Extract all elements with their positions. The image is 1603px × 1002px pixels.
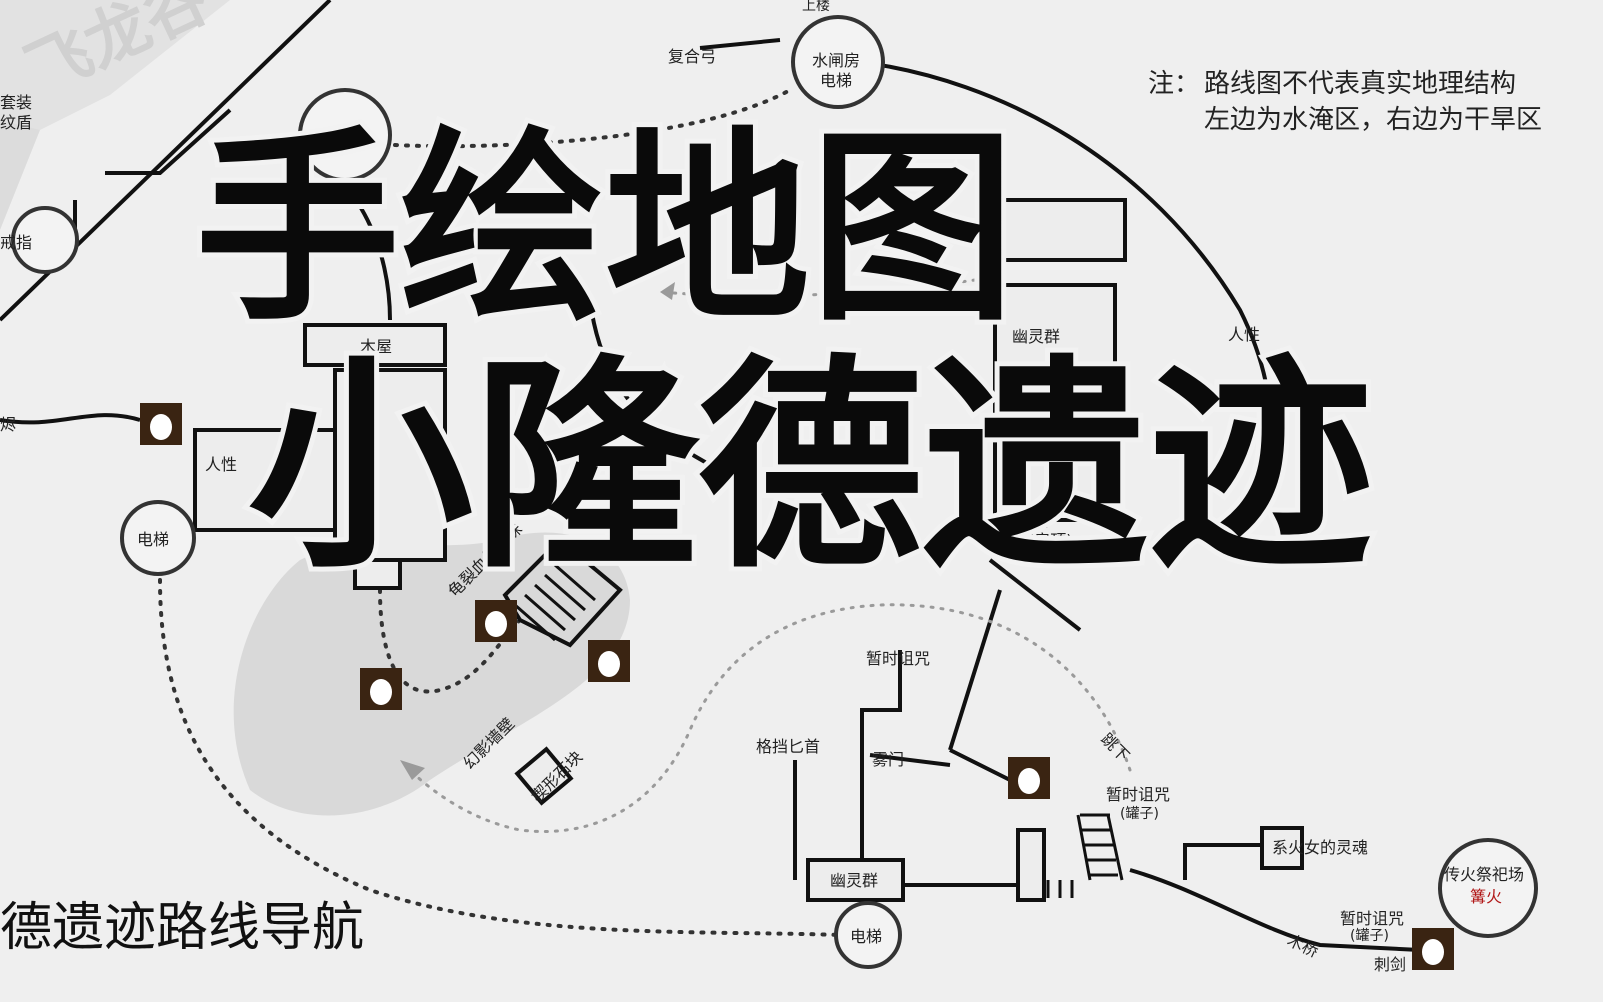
ghost-building-top bbox=[983, 198, 1127, 262]
tower-left bbox=[333, 368, 447, 562]
structures bbox=[193, 198, 1304, 902]
label-wood-house: 木屋 bbox=[360, 337, 392, 356]
label-humanity-left: 人性 bbox=[205, 455, 237, 474]
ladders bbox=[514, 563, 1124, 898]
flooded-region bbox=[233, 532, 630, 816]
dotted-left-loop bbox=[158, 578, 842, 937]
dotted-routes bbox=[158, 88, 842, 937]
tower-bottom bbox=[1016, 828, 1046, 902]
wood-house bbox=[303, 323, 447, 367]
title-line1: 手绘地图 bbox=[195, 109, 1015, 349]
label-temp-curse-jar2: 暂时诅咒 bbox=[1340, 909, 1404, 928]
arrow-head-top bbox=[660, 282, 675, 300]
bonfire-icon bbox=[360, 668, 402, 710]
label-elevator-bottom: 电梯 bbox=[850, 927, 882, 946]
label-firelink-altar: 传火祭祀场 bbox=[1444, 865, 1524, 884]
label-jump-down-top: 跳下 bbox=[882, 292, 914, 311]
route-outer-arc bbox=[859, 60, 1274, 522]
fire-keeper-box bbox=[1260, 826, 1304, 870]
label-temp-curse-top: 暂时诅咒 bbox=[866, 649, 930, 668]
top-left-band bbox=[0, 0, 230, 150]
route-bonfire-left bbox=[0, 413, 141, 425]
routes bbox=[0, 0, 1421, 952]
label-composite-bow: 复合弓 bbox=[668, 47, 716, 66]
bonfires bbox=[140, 403, 1454, 970]
label-parry-dagger: 格挡匕首 bbox=[756, 737, 820, 756]
label-shield: 纹盾 bbox=[0, 113, 32, 132]
label-armor-set: 套装 bbox=[0, 93, 32, 112]
label-wooden-bridge: 木桥 bbox=[1284, 930, 1321, 961]
firelink-node bbox=[1438, 838, 1538, 938]
note-prefix: 注： bbox=[1148, 69, 1200, 99]
route-bonfire-mid bbox=[949, 748, 1011, 782]
ghost-room-bottom bbox=[806, 858, 905, 902]
stairs-left bbox=[353, 558, 402, 590]
ladder-bottom bbox=[1080, 813, 1118, 877]
bonfire-icon bbox=[1412, 928, 1454, 970]
note-line1: 路线图不代表真实地理结构 bbox=[1204, 69, 1516, 99]
label-fire-keeper-soul: 系火女的灵魂 bbox=[1272, 838, 1368, 857]
elevator-bottom-node bbox=[834, 901, 902, 969]
dotted-jump-right bbox=[408, 603, 1132, 833]
route-left-short bbox=[105, 108, 232, 175]
route-bridge bbox=[1129, 868, 1421, 952]
label-npc-top: NP bbox=[1032, 513, 1054, 532]
ring-node bbox=[11, 206, 79, 274]
dotted-jump-top bbox=[658, 278, 977, 298]
dotted-lower-left bbox=[378, 588, 522, 694]
route-fire-keeper bbox=[1183, 843, 1260, 880]
cracked-orb-room bbox=[502, 537, 623, 648]
prism-stone-box bbox=[514, 746, 574, 806]
label-ring: 戒指 bbox=[0, 233, 32, 252]
label-elevator-top-left: 梯 bbox=[340, 125, 356, 144]
title-line2: 小隆德遗迹 bbox=[248, 335, 1373, 599]
label-ghosts-top: 幽灵群 bbox=[1012, 327, 1060, 346]
label-estoc: 刺剑 bbox=[1374, 955, 1406, 974]
label-jar-note: (罐子) bbox=[1120, 806, 1159, 822]
sluice-room-node bbox=[791, 15, 885, 109]
route-npc-down bbox=[948, 589, 1002, 751]
arrow-head-left bbox=[400, 760, 425, 780]
label-sluice-room: 水闸房 bbox=[812, 51, 860, 70]
label-ghosts-bottom: 幽灵群 bbox=[830, 871, 878, 890]
label-bonfire-left: 烬 bbox=[0, 415, 16, 434]
route-npc-branch bbox=[988, 558, 1082, 632]
ladder-cracked bbox=[514, 563, 596, 642]
dotted-top bbox=[393, 88, 792, 149]
top-left-elevator-node bbox=[298, 88, 392, 182]
label-bonfire-text: 篝火 bbox=[1470, 887, 1502, 906]
label-humanity-right: 人性 bbox=[1228, 325, 1260, 344]
note-line2: 左边为水淹区，右边为干旱区 bbox=[1204, 105, 1542, 135]
route-fog-gate bbox=[869, 753, 951, 767]
label-elevator-left: 电梯 bbox=[137, 530, 169, 549]
label-temp-curse-jar: 暂时诅咒 bbox=[1106, 785, 1170, 804]
map-note: 注： 路线图不代表真实地理结构 左边为水淹区，右边为干旱区 bbox=[1148, 69, 1542, 135]
label-npc-bottom: (房顶) bbox=[1028, 531, 1073, 550]
stair-steps bbox=[1046, 880, 1074, 898]
route-curse-top bbox=[860, 650, 902, 880]
label-jar-note2: (罐子) bbox=[1350, 928, 1389, 944]
npc-room bbox=[993, 398, 1117, 522]
bonfire-icon bbox=[475, 600, 517, 642]
left-diagonal-band bbox=[0, 120, 40, 230]
ladder-rails bbox=[1076, 814, 1124, 881]
ghost-room bbox=[993, 283, 1117, 402]
bonfire-icon bbox=[588, 640, 630, 682]
elevator-left-node bbox=[120, 500, 196, 576]
nav-subtitle: 德遗迹路线导航 bbox=[0, 898, 364, 958]
route-center-arc bbox=[588, 299, 721, 472]
route-bow bbox=[699, 38, 781, 50]
bonfire-icon bbox=[1008, 757, 1050, 799]
label-top-stairs: 上楼 bbox=[802, 0, 830, 14]
nodes bbox=[11, 15, 1538, 969]
label-fog-gate: 雾门 bbox=[872, 750, 904, 769]
label-sluice-elevator: 电梯 bbox=[820, 71, 852, 90]
dotted-grey-routes bbox=[408, 278, 1132, 833]
bonfire-icon bbox=[140, 403, 182, 445]
